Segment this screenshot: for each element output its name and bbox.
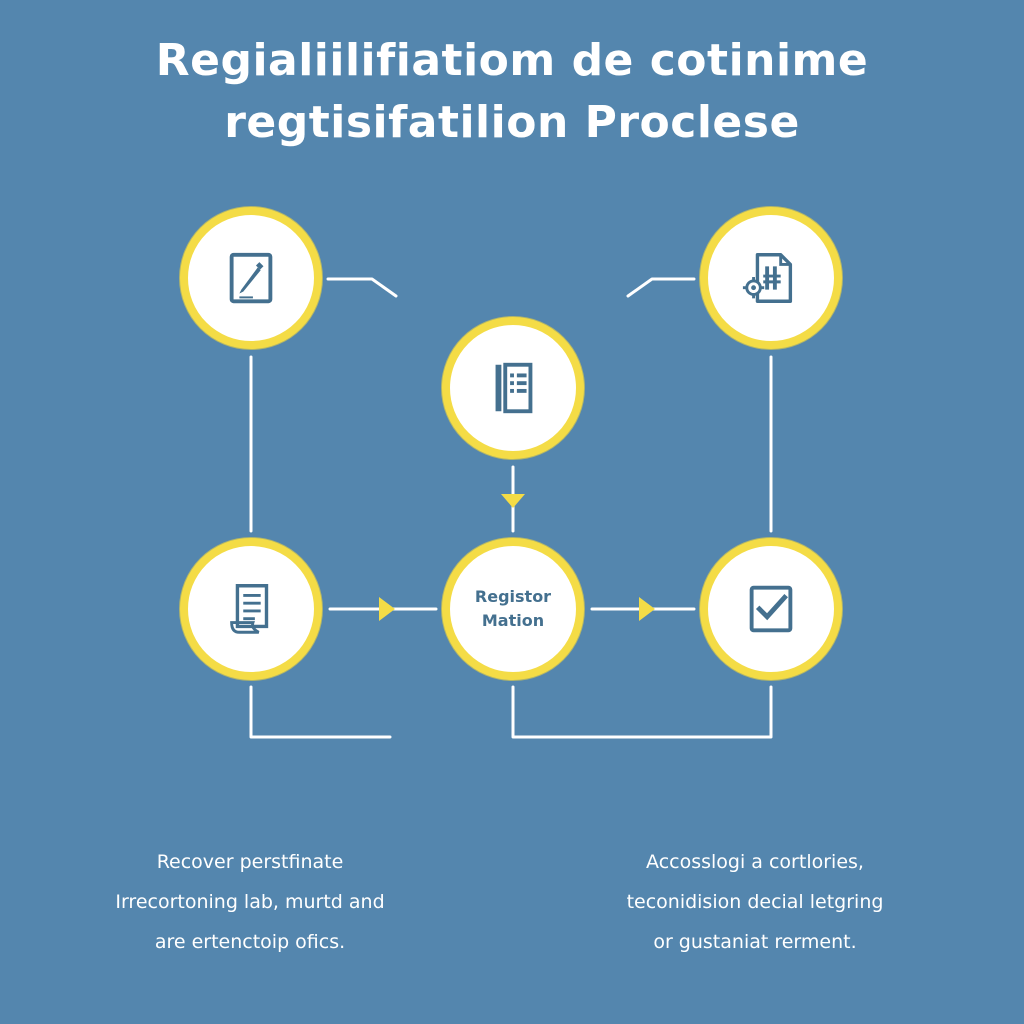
description-right-line-3: or gustaniat rerment. [653,931,857,953]
title-line-2: regtisifatilion Proclese [224,97,800,148]
document-list-icon [230,584,269,634]
node-center: Registor Mation [442,538,584,680]
connector-bottom-loop [511,685,773,739]
node-top-left [180,207,322,349]
node-top-right [700,207,842,349]
arrow-right-left [379,597,395,621]
connector-top-left-branch [326,277,398,298]
description-right-line-1: Accosslogi a cortlories, [646,851,864,873]
node-bottom-left [180,538,322,680]
node-top-center [442,317,584,459]
checkbox-icon [749,585,793,633]
connector-top-right-branch [626,277,696,298]
title-line-1: Regialiilifiatiom de cotinime [155,35,869,86]
description-left-line-1: Recover perstfinate [156,851,344,873]
arrow-right-center [639,597,655,621]
description-right-line-2: teconidision decial letgring [626,891,884,913]
description-left-line-3: are ertenctoip ofics. [154,931,346,953]
description-right: Accosslogi a cortlories, teconidision de… [600,842,910,962]
document-gear-icon [742,253,793,303]
notebook-list-icon [495,362,533,414]
connector-bottom-left-loop [249,685,392,739]
node-bottom-right [700,538,842,680]
node-center-label-line-2: Mation [481,611,545,630]
pen-on-paper-icon [229,252,273,304]
description-left-line-2: Irrecortoning lab, murtd and [115,891,385,913]
arrow-down-center [501,494,525,508]
node-center-label-line-1: Registor [474,587,552,606]
description-left: Recover perstfinate Irrecortoning lab, m… [95,842,405,962]
diagram-title: Regialiilifiatiom de cotinime regtisifat… [0,30,1024,154]
